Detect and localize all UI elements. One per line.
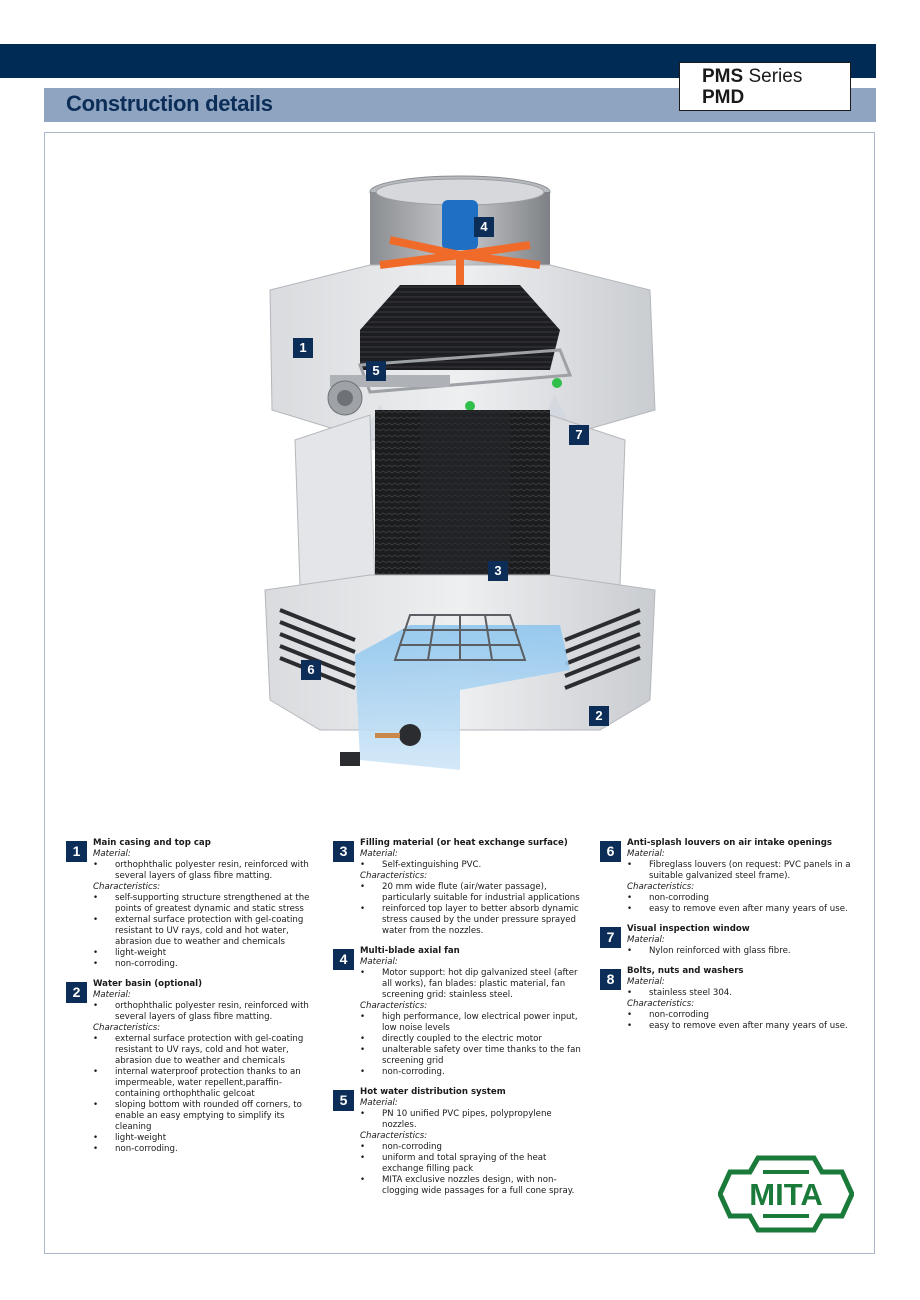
characteristic-bullet: MITA exclusive nozzles design, with non-… bbox=[360, 1175, 588, 1197]
characteristics-label: Characteristics: bbox=[627, 882, 695, 892]
characteristic-bullet: non-corroding bbox=[627, 1010, 855, 1021]
item-title: Bolts, nuts and washers bbox=[627, 966, 744, 976]
callout-6: 6 bbox=[301, 660, 321, 680]
logo-text: MITA bbox=[749, 1177, 822, 1212]
material-label: Material: bbox=[627, 935, 665, 945]
characteristics-label: Characteristics: bbox=[627, 999, 695, 1009]
item-title: Filling material (or heat exchange surfa… bbox=[360, 838, 568, 848]
material-label: Material: bbox=[360, 957, 398, 967]
callout-3: 3 bbox=[488, 561, 508, 581]
item-title: Main casing and top cap bbox=[93, 838, 211, 848]
spec-column-1: 1 Main casing and top cap Material: orth… bbox=[66, 838, 321, 1164]
characteristic-bullet: light-weight bbox=[93, 1133, 321, 1144]
characteristic-bullet: non-corroding. bbox=[93, 1144, 321, 1155]
characteristic-bullet: non-corroding. bbox=[93, 959, 321, 970]
characteristic-bullet: light-weight bbox=[93, 948, 321, 959]
characteristics-label: Characteristics: bbox=[360, 871, 428, 881]
material-bullet: PN 10 unified PVC pipes, polypropylene n… bbox=[360, 1109, 588, 1131]
characteristics-label: Characteristics: bbox=[93, 882, 161, 892]
series-word: Series bbox=[748, 66, 803, 87]
characteristic-bullet: unalterable safety over time thanks to t… bbox=[360, 1045, 588, 1067]
item-number-badge: 1 bbox=[66, 841, 87, 862]
characteristic-bullet: 20 mm wide flute (air/water passage), pa… bbox=[360, 882, 588, 904]
material-bullet: Self-extinguishing PVC. bbox=[360, 860, 588, 871]
series-pms: PMS bbox=[702, 66, 744, 87]
characteristic-bullet: non-corroding bbox=[627, 893, 855, 904]
material-label: Material: bbox=[93, 990, 131, 1000]
spec-item-7: 7 Visual inspection window Material: Nyl… bbox=[600, 924, 855, 957]
callout-5: 5 bbox=[366, 361, 386, 381]
material-label: Material: bbox=[360, 1098, 398, 1108]
material-bullet: orthophthalic polyester resin, reinforce… bbox=[93, 1001, 321, 1023]
item-number-badge: 2 bbox=[66, 982, 87, 1003]
spec-column-2: 3 Filling material (or heat exchange sur… bbox=[333, 838, 588, 1206]
characteristic-bullet: internal waterproof protection thanks to… bbox=[93, 1067, 321, 1100]
characteristic-bullet: sloping bottom with rounded off corners,… bbox=[93, 1100, 321, 1133]
cooling-tower-illustration: 1 2 3 4 5 6 7 bbox=[260, 170, 660, 790]
spec-column-3: 6 Anti-splash louvers on air intake open… bbox=[600, 838, 855, 1041]
mita-logo-icon: MITA bbox=[717, 1155, 855, 1233]
item-number-badge: 5 bbox=[333, 1090, 354, 1111]
characteristic-bullet: non-corroding bbox=[360, 1142, 588, 1153]
item-title: Water basin (optional) bbox=[93, 979, 202, 989]
callout-7: 7 bbox=[569, 425, 589, 445]
characteristic-bullet: self-supporting structure strengthened a… bbox=[93, 893, 321, 915]
series-pmd: PMD bbox=[702, 87, 745, 108]
material-label: Material: bbox=[360, 849, 398, 859]
characteristic-bullet: non-corroding. bbox=[360, 1067, 588, 1078]
spec-item-2: 2 Water basin (optional) Material: ortho… bbox=[66, 979, 321, 1155]
spec-item-5: 5 Hot water distribution system Material… bbox=[333, 1087, 588, 1197]
item-number-badge: 8 bbox=[600, 969, 621, 990]
item-title: Visual inspection window bbox=[627, 924, 750, 934]
item-title: Hot water distribution system bbox=[360, 1087, 506, 1097]
characteristics-label: Characteristics: bbox=[360, 1001, 428, 1011]
characteristic-bullet: easy to remove even after many years of … bbox=[627, 1021, 855, 1032]
spec-item-6: 6 Anti-splash louvers on air intake open… bbox=[600, 838, 855, 915]
cooling-tower-drawing bbox=[264, 175, 656, 770]
spec-item-8: 8 Bolts, nuts and washers Material: stai… bbox=[600, 966, 855, 1032]
mita-logo: MITA bbox=[717, 1155, 855, 1233]
characteristics-label: Characteristics: bbox=[93, 1023, 161, 1033]
spec-item-4: 4 Multi-blade axial fan Material: Motor … bbox=[333, 946, 588, 1078]
page-title: Construction details bbox=[66, 91, 273, 116]
material-label: Material: bbox=[93, 849, 131, 859]
spec-item-1: 1 Main casing and top cap Material: orth… bbox=[66, 838, 321, 970]
material-bullet: Fibreglass louvers (on request: PVC pane… bbox=[627, 860, 855, 882]
material-bullet: Motor support: hot dip galvanized steel … bbox=[360, 968, 588, 1001]
characteristic-bullet: easy to remove even after many years of … bbox=[627, 904, 855, 915]
characteristic-bullet: high performance, low electrical power i… bbox=[360, 1012, 588, 1034]
material-label: Material: bbox=[627, 977, 665, 987]
item-title: Anti-splash louvers on air intake openin… bbox=[627, 838, 832, 848]
characteristic-bullet: reinforced top layer to better absorb dy… bbox=[360, 904, 588, 937]
content-frame bbox=[44, 132, 875, 1254]
callout-2: 2 bbox=[589, 706, 609, 726]
item-number-badge: 4 bbox=[333, 949, 354, 970]
characteristic-bullet: uniform and total spraying of the heat e… bbox=[360, 1153, 588, 1175]
characteristic-bullet: directly coupled to the electric motor bbox=[360, 1034, 588, 1045]
material-bullet: Nylon reinforced with glass fibre. bbox=[627, 946, 855, 957]
callout-4: 4 bbox=[474, 217, 494, 237]
callout-1: 1 bbox=[293, 338, 313, 358]
item-number-badge: 3 bbox=[333, 841, 354, 862]
item-number-badge: 7 bbox=[600, 927, 621, 948]
item-title: Multi-blade axial fan bbox=[360, 946, 460, 956]
material-bullet: orthophthalic polyester resin, reinforce… bbox=[93, 860, 321, 882]
item-number-badge: 6 bbox=[600, 841, 621, 862]
characteristic-bullet: external surface protection with gel-coa… bbox=[93, 915, 321, 948]
spec-item-3: 3 Filling material (or heat exchange sur… bbox=[333, 838, 588, 937]
characteristic-bullet: external surface protection with gel-coa… bbox=[93, 1034, 321, 1067]
material-bullet: stainless steel 304. bbox=[627, 988, 855, 999]
characteristics-label: Characteristics: bbox=[360, 1131, 428, 1141]
series-label-box: PMS Series PMD bbox=[679, 62, 851, 111]
material-label: Material: bbox=[627, 849, 665, 859]
